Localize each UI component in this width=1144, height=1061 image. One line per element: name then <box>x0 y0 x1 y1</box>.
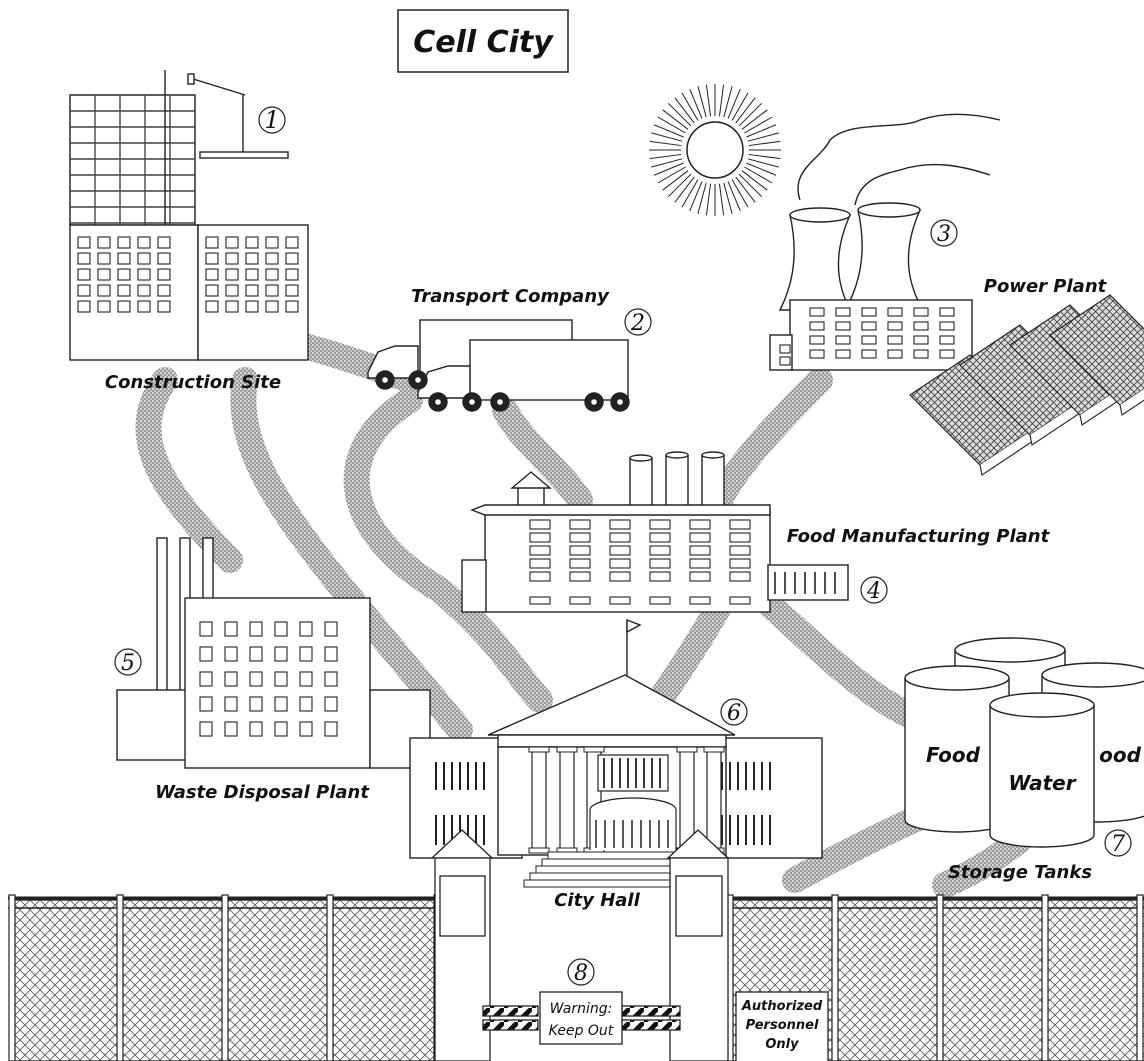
road-power-food <box>707 367 833 513</box>
road-transport-cityhall <box>343 387 553 713</box>
number-1-circle <box>258 106 286 134</box>
number-7-circle <box>1104 829 1132 857</box>
number-4-circle <box>860 576 888 604</box>
number-2: 2 <box>630 311 645 336</box>
number-5: 5 <box>121 651 135 676</box>
sun-icon <box>649 84 781 216</box>
number-8-circle <box>567 958 595 986</box>
road-food-cityhall <box>647 592 733 713</box>
warning-sign-line1: Warning: <box>550 1001 613 1017</box>
warning-sign-line2: Keep Out <box>549 1023 614 1039</box>
food-manufacturing-plant <box>461 451 849 613</box>
label-storage-tanks: Storage Tanks <box>948 862 1092 883</box>
number-4: 4 <box>866 579 881 604</box>
road-construction-waste <box>135 367 243 573</box>
auth-sign-line2: Personnel <box>746 1018 819 1033</box>
road-construction-cityhall <box>230 367 473 743</box>
power-plant <box>769 113 1144 476</box>
perimeter-fence <box>8 829 1144 1061</box>
number-2-circle <box>624 308 652 336</box>
smoke <box>797 113 1001 206</box>
number-7: 7 <box>1111 832 1125 857</box>
tank-label-food-left: Food <box>926 743 981 767</box>
page-title: Cell City <box>413 25 554 60</box>
number-3-circle <box>930 219 958 247</box>
title-box: Cell City <box>397 9 569 73</box>
number-5-circle <box>114 648 142 676</box>
label-construction-site: Construction Site <box>105 372 281 393</box>
tank-label-food-right: ood <box>1099 743 1141 767</box>
auth-sign-line1: Authorized <box>741 999 823 1014</box>
construction-site <box>69 70 309 361</box>
number-3: 3 <box>937 222 951 247</box>
label-food-manufacturing-plant: Food Manufacturing Plant <box>787 526 1051 547</box>
waste-disposal-plant <box>116 537 431 769</box>
number-8: 8 <box>574 961 588 986</box>
label-power-plant: Power Plant <box>984 276 1108 297</box>
label-waste-disposal-plant: Waste Disposal Plant <box>155 782 370 803</box>
number-6-circle <box>720 698 748 726</box>
road-transport-food <box>492 397 593 513</box>
number-6: 6 <box>727 701 741 726</box>
road-food-storage <box>757 592 933 733</box>
auth-sign-line3: Only <box>765 1037 799 1052</box>
label-city-hall: City Hall <box>554 890 640 911</box>
label-transport-company: Transport Company <box>411 286 610 307</box>
transport-trucks <box>367 319 630 412</box>
storage-tanks <box>904 637 1144 848</box>
tank-label-water: Water <box>1008 771 1076 795</box>
number-1: 1 <box>264 106 279 134</box>
roads <box>135 332 1033 898</box>
